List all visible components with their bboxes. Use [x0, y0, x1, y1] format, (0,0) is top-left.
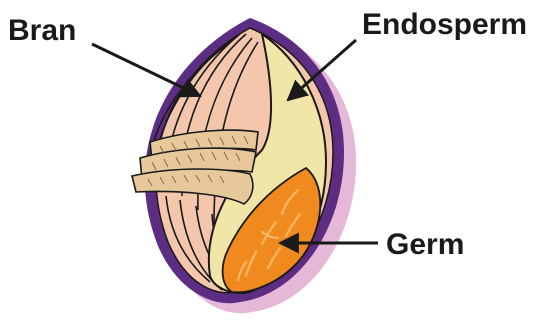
bran-label: Bran	[8, 14, 76, 47]
germ-label: Germ	[386, 228, 464, 261]
endosperm-label: Endosperm	[362, 8, 527, 41]
bran-pointer-arrow	[92, 44, 200, 96]
